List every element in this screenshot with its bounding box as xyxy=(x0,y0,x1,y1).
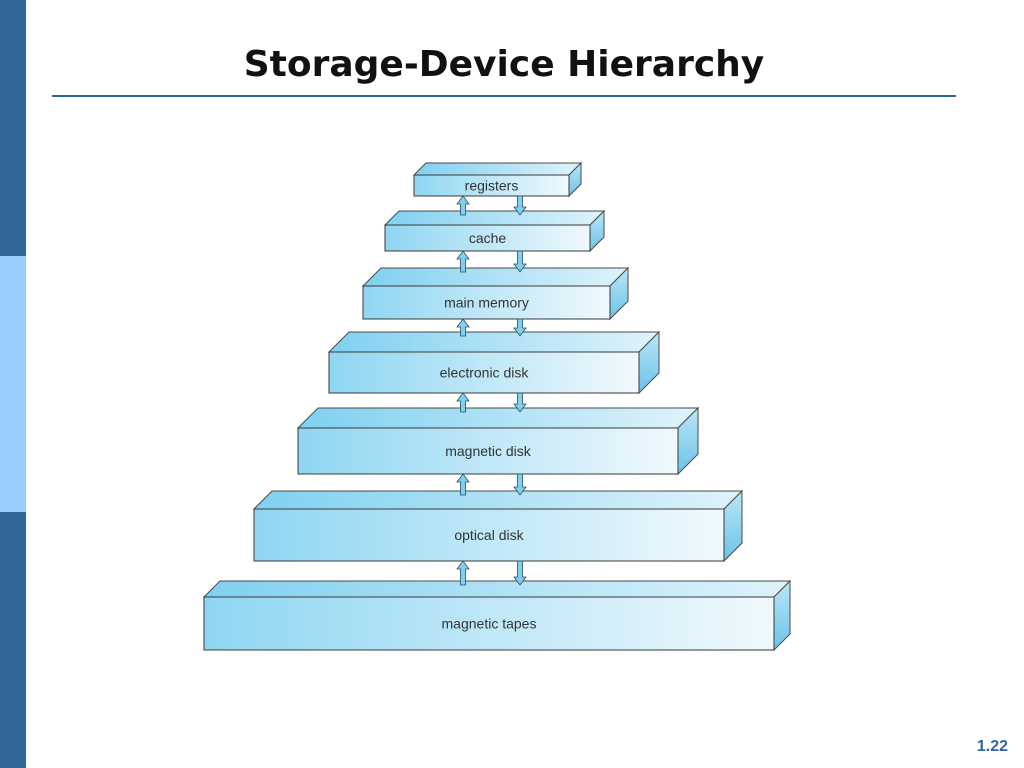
storage-level-top-face xyxy=(327,331,661,353)
arrow-down-icon xyxy=(513,560,527,586)
storage-level-front-face xyxy=(413,174,570,197)
arrow-down-icon xyxy=(513,392,527,413)
storage-level-front-face xyxy=(203,596,775,651)
sidebar-segment-top xyxy=(0,0,26,256)
arrow-up-icon xyxy=(456,560,470,586)
arrow-down-icon xyxy=(513,473,527,496)
storage-level xyxy=(252,489,744,563)
arrow-down-icon xyxy=(513,195,527,216)
storage-level-top-face xyxy=(252,490,744,510)
storage-level-label: magnetic disk xyxy=(445,443,532,459)
storage-level-top-face xyxy=(361,267,630,287)
title-divider xyxy=(52,95,956,97)
slide-number: 1.22 xyxy=(976,738,1008,755)
arrow-up-icon xyxy=(456,195,470,216)
storage-level-label: registers xyxy=(465,178,519,194)
storage-level-label: electronic disk xyxy=(440,365,530,381)
storage-level-top-face xyxy=(296,407,700,429)
storage-level xyxy=(296,406,700,476)
arrow-up-icon xyxy=(456,473,470,496)
arrow-down-icon xyxy=(513,318,527,337)
storage-level-front-face xyxy=(328,351,640,394)
storage-level-front-face xyxy=(362,285,611,320)
sidebar-segment-middle xyxy=(0,256,26,512)
storage-level-top-face xyxy=(412,162,583,176)
storage-level-front-face xyxy=(253,508,725,562)
arrow-up-icon xyxy=(456,250,470,273)
storage-level-label: optical disk xyxy=(454,527,524,543)
storage-level-label: main memory xyxy=(444,295,529,311)
storage-level-top-face xyxy=(383,210,606,226)
storage-level-top-face xyxy=(202,580,792,598)
sidebar-segment-bottom xyxy=(0,512,26,768)
arrow-down-icon xyxy=(513,250,527,273)
storage-level-label: cache xyxy=(469,230,507,246)
storage-level xyxy=(202,579,792,652)
storage-level xyxy=(361,266,630,321)
storage-level xyxy=(383,209,606,253)
storage-level-front-face xyxy=(297,427,679,475)
storage-level-front-face xyxy=(384,224,591,252)
arrow-up-icon xyxy=(456,392,470,413)
storage-level xyxy=(327,330,661,395)
slide-title: Storage-Device Hierarchy xyxy=(243,44,765,85)
arrow-up-icon xyxy=(456,318,470,337)
storage-level-label: magnetic tapes xyxy=(442,616,537,632)
storage-level xyxy=(412,161,583,198)
